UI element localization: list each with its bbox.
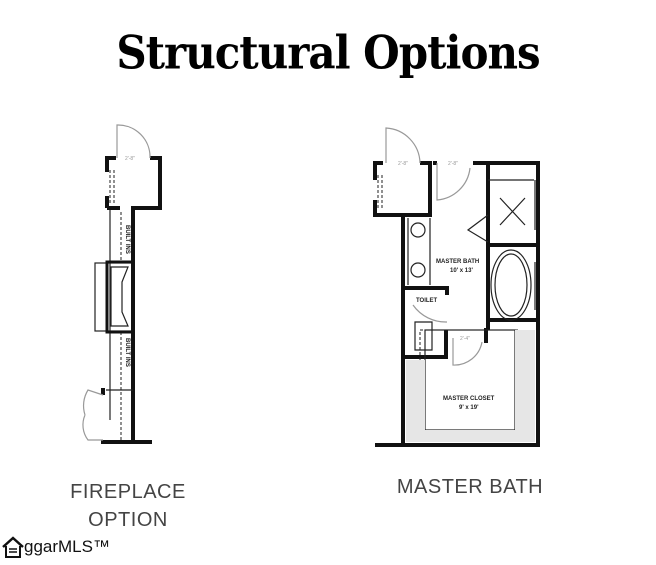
master-bath-plan: 2'-8" 2'-8" TOILET MASTER BATH 10' x 13'… [373, 127, 540, 447]
logo-text: ggarMLS™ [24, 537, 110, 556]
built-ins-label-top: BUILT INS [124, 225, 130, 254]
door-dimension: 2'-8" [398, 161, 408, 167]
built-ins-label-bottom: BUILT INS [124, 338, 130, 367]
master-closet-label: MASTER CLOSET [443, 396, 495, 402]
master-bath-room-label: MASTER BATH [436, 259, 479, 265]
door-dimension: 2'-8" [125, 156, 135, 162]
fireplace-plan: 2'-8" BUILT INS BUILT INS [82, 124, 162, 444]
house-icon [2, 536, 24, 558]
master-bath-caption: MASTER BATH [396, 476, 544, 498]
door-dimension: 2'-4" [460, 336, 470, 342]
master-closet-size: 9' x 19' [459, 405, 479, 411]
fireplace-hearth [94, 262, 134, 332]
door-dimension: 2'-8" [448, 161, 458, 167]
logo: ggarMLS™ [2, 536, 110, 558]
toilet-label: TOILET [416, 298, 438, 304]
page-title: Structural Options [116, 25, 540, 80]
fireplace-caption-line2: OPTION [88, 509, 168, 531]
master-bath-room-size: 10' x 13' [450, 268, 473, 274]
fireplace-caption-line1: FIREPLACE [70, 481, 186, 503]
